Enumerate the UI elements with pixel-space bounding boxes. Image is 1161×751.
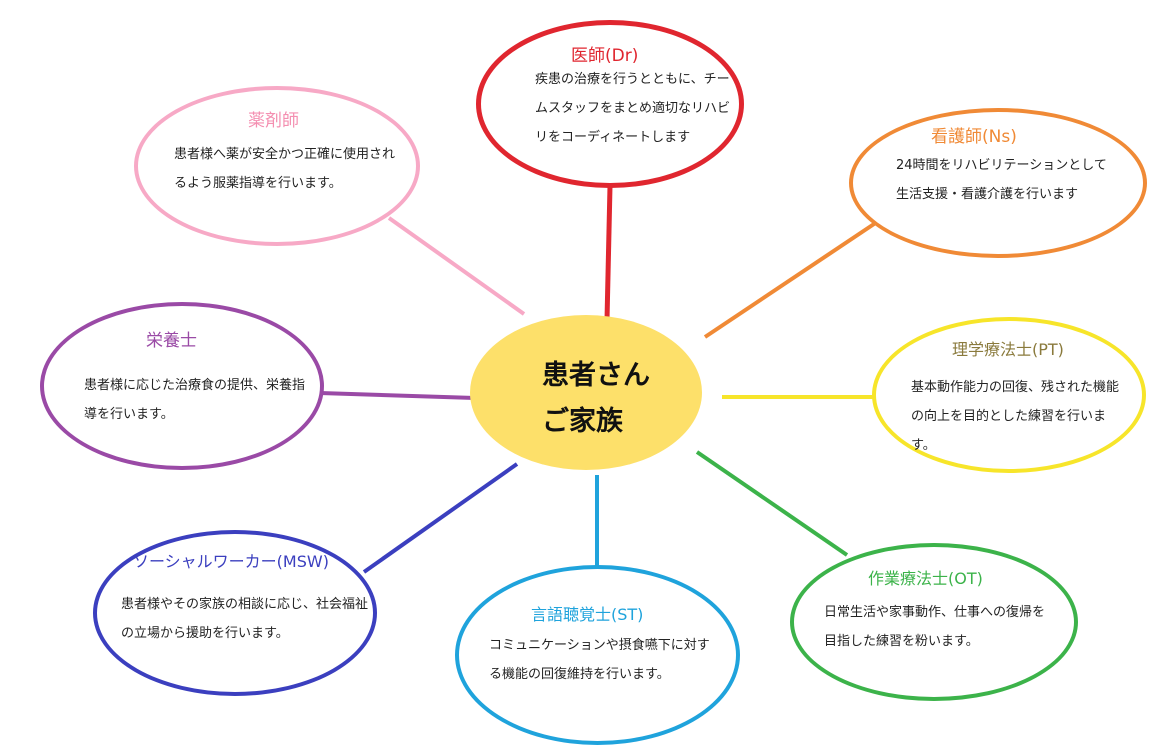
node-title-pharmacist: 薬剤師 [248,111,299,131]
node-title-ot: 作業療法士(OT) [868,569,983,588]
connector-diet [319,391,476,400]
center-patient-family: 患者さん ご家族 [470,315,702,470]
center-label-family: ご家族 [542,406,623,437]
connector-msw [362,462,519,574]
node-msw: ソーシャルワーカー(MSW) 患者様やその家族の相談に応じ、社会福祉の立場から援… [93,530,377,696]
node-desc-st: コミュニケーションや摂食嚥下に対する機能の回復維持を行います。 [489,638,710,682]
node-desc-ot: 日常生活や家事動作、仕事への復帰を目指した練習を粉います。 [824,605,1046,649]
node-title-pt: 理学療法士(PT) [952,340,1064,359]
node-title-nurse: 看護師(Ns) [931,127,1017,147]
node-nurse: 看護師(Ns) 24時間をリハビリテーションとして生活支援・看護介護を行います [849,108,1147,258]
node-desc-pharmacist: 患者様へ薬が安全かつ正確に使用されるよう服薬指導を行います。 [174,147,396,191]
connector-ot [695,450,849,557]
node-pharmacist: 薬剤師 患者様へ薬が安全かつ正確に使用されるよう服薬指導を行います。 [134,86,420,246]
connector-dr [604,185,613,321]
connector-ph [387,216,526,316]
node-desc-nurse: 24時間をリハビリテーションとして生活支援・看護介護を行います [896,158,1107,202]
node-desc-pt: 基本動作能力の回復、残された機能の向上を目的とした練習を行います。 [911,380,1120,453]
node-title-doctor: 医師(Dr) [571,46,639,66]
node-pt: 理学療法士(PT) 基本動作能力の回復、残された機能の向上を目的とした練習を行い… [872,317,1146,473]
node-desc-doctor: 疾患の治療を行うとともに、チームスタッフをまとめ適切なリハビリをコーディネートし… [535,72,731,145]
node-ot: 作業療法士(OT) 日常生活や家事動作、仕事への復帰を目指した練習を粉います。 [790,543,1078,701]
node-desc-msw: 患者様やその家族の相談に応じ、社会福祉の立場から援助を行います。 [121,597,369,641]
node-dietitian: 栄養士 患者様に応じた治療食の提供、栄養指導を行います。 [40,302,324,470]
node-desc-dietitian: 患者様に応じた治療食の提供、栄養指導を行います。 [84,378,306,422]
node-title-dietitian: 栄養士 [146,331,197,351]
node-title-msw: ソーシャルワーカー(MSW) [133,552,329,571]
connector-ns [703,220,879,339]
node-doctor: 医師(Dr) 疾患の治療を行うとともに、チームスタッフをまとめ適切なリハビリをコ… [476,20,744,188]
node-title-st: 言語聴覚士(ST) [531,605,644,624]
node-st: 言語聴覚士(ST) コミュニケーションや摂食嚥下に対する機能の回復維持を行います… [455,565,740,745]
center-label-patient: 患者さん [542,360,650,391]
